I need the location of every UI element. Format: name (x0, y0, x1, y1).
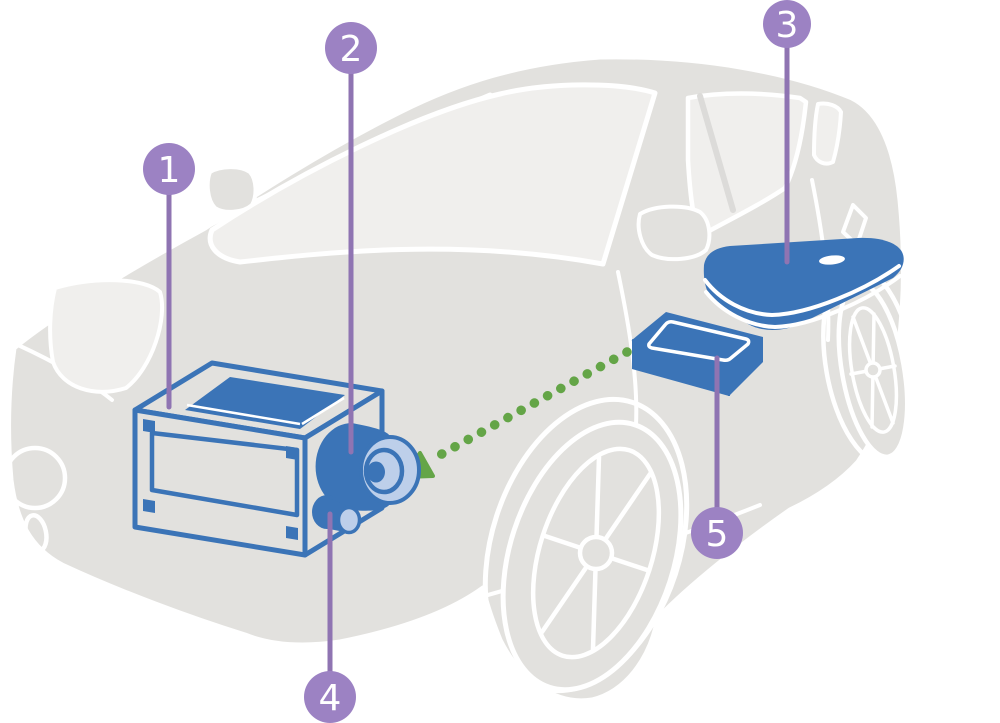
quarter-window (812, 101, 843, 166)
front-wheel-arch (482, 396, 690, 694)
side-mirror-left (205, 165, 258, 214)
callout-5-label: 5 (706, 514, 729, 555)
callout-1-circle (143, 143, 195, 195)
fog-light (23, 513, 49, 553)
callout-4-label: 4 (319, 678, 342, 719)
bolt-squares (143, 419, 298, 540)
callout-3: 3 (763, 0, 811, 265)
headlight (48, 278, 165, 394)
auxiliary-cylinder (312, 495, 362, 535)
callout-1: 1 (143, 143, 195, 410)
motor-cylinder (315, 423, 421, 511)
windshield (207, 82, 658, 267)
callout-2-circle (325, 22, 377, 74)
top-cover-panel (185, 377, 345, 429)
control-module (631, 312, 763, 396)
battery-pack (703, 237, 904, 330)
callout-4: 4 (304, 511, 356, 723)
callout-5: 5 (691, 355, 743, 559)
side-mirror-right (636, 204, 712, 262)
car-illustration (2, 54, 919, 704)
window-divider (697, 93, 736, 213)
front-wheel (482, 396, 690, 694)
callouts: 1 2 3 4 5 (143, 0, 811, 723)
callout-3-circle (763, 0, 811, 48)
front-panel-inset (149, 430, 300, 518)
callout-5-circle (691, 507, 743, 559)
signal-arrow-dots (435, 347, 632, 460)
callout-2-label: 2 (340, 29, 363, 70)
front-right-wheel-arch (2, 445, 68, 511)
battery-port (819, 255, 845, 265)
callout-1-label: 1 (158, 150, 181, 191)
callout-4-circle (304, 671, 356, 723)
callout-3-label: 3 (776, 5, 799, 46)
callout-2: 2 (325, 22, 377, 455)
